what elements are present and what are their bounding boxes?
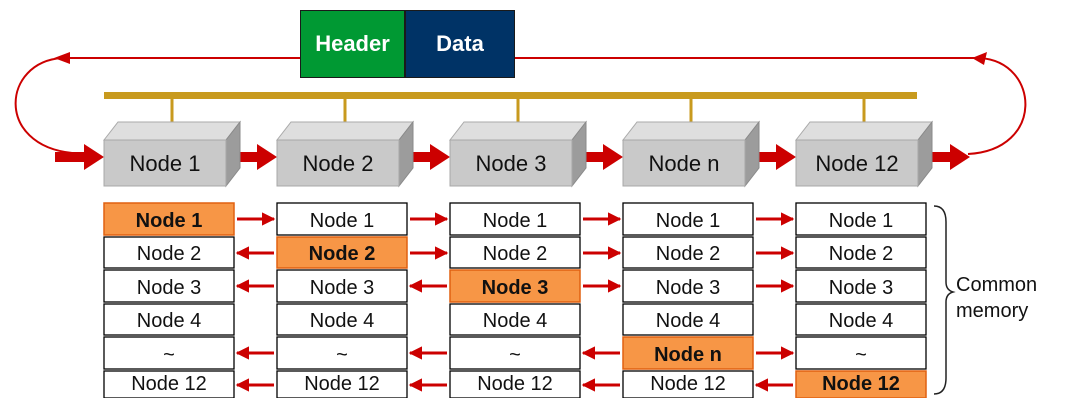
memory-cell-text-c4-r5: Node n <box>654 344 722 366</box>
memory-cell-c5-r4 <box>795 303 927 336</box>
memory-cell-c3-r3 <box>449 269 581 303</box>
memory-cell-c4-r2 <box>622 236 754 269</box>
memory-cell-text-c4-r4: Node 4 <box>656 310 721 332</box>
memory-cell-c3-r1 <box>449 202 581 236</box>
memory-cell-c3-r4 <box>449 303 581 336</box>
ring-arrow-out-shaft <box>916 152 952 162</box>
memory-cell-c2-r5 <box>276 336 408 370</box>
node-box-top-4 <box>621 121 761 141</box>
memory-cell-text-c5-r2: Node 2 <box>829 243 894 265</box>
ring-arrow-in-head <box>84 144 104 170</box>
memory-cell-c2-r1 <box>276 202 408 236</box>
memory-cell-text-c5-r1: Node 1 <box>829 210 894 232</box>
memory-cell-text-c3-r4: Node 4 <box>483 310 548 332</box>
memory-cell-c5-r5 <box>795 336 927 370</box>
memory-cell-c4-r5 <box>622 336 754 370</box>
common-memory-label-line1: Common <box>956 274 1038 296</box>
memory-cell-text-c1-r3: Node 3 <box>137 277 202 299</box>
memory-cell-c3-r5 <box>449 336 581 370</box>
ring-curve-left <box>14 57 73 154</box>
node-box-top-2 <box>275 121 415 141</box>
common-memory-label: Common memory <box>956 272 1037 324</box>
memory-cell-text-c3-r5: ~ <box>509 344 521 366</box>
node-label-4: Node n <box>649 151 720 176</box>
ring-arrow-2-3-head <box>430 144 450 170</box>
node-box-top-5 <box>794 121 934 141</box>
memory-cell-text-c5-r4: Node 4 <box>829 310 894 332</box>
node-box-front-4 <box>622 139 746 187</box>
ring-arrowhead-right <box>972 52 987 65</box>
memory-cell-text-c1-r4: Node 4 <box>137 310 202 332</box>
memory-cell-text-c3-r2: Node 2 <box>483 243 548 265</box>
ring-arrow-out-head <box>950 144 970 170</box>
memory-cell-c2-r6 <box>276 370 408 399</box>
memory-cell-text-c3-r1: Node 1 <box>483 210 548 232</box>
ring-arrow-n-12-head <box>776 144 796 170</box>
memory-cell-text-c4-r1: Node 1 <box>656 210 721 232</box>
ring-arrow-2-3-shaft <box>401 152 432 162</box>
node-label-3: Node 3 <box>476 151 547 176</box>
node-box-front-5 <box>795 139 919 187</box>
memory-cell-c5-r6 <box>795 370 927 399</box>
node-label-2: Node 2 <box>303 151 374 176</box>
memory-cell-c5-r1 <box>795 202 927 236</box>
memory-cell-text-c2-r2: Node 2 <box>309 243 376 265</box>
memory-cell-text-c1-r5: ~ <box>163 344 175 366</box>
memory-cell-text-c3-r3: Node 3 <box>482 277 549 299</box>
memory-cell-c1-r6 <box>103 370 235 399</box>
memory-cell-c5-r2 <box>795 236 927 269</box>
memory-cell-text-c5-r6: Node 12 <box>822 373 900 395</box>
memory-cell-text-c1-r2: Node 2 <box>137 243 202 265</box>
memory-cell-text-c5-r5: ~ <box>855 344 867 366</box>
memory-cell-text-c1-r6: Node 12 <box>131 373 207 395</box>
memory-cell-c1-r3 <box>103 269 235 303</box>
ring-arrow-3-n-shaft <box>574 152 605 162</box>
memory-cell-text-c3-r6: Node 12 <box>477 373 553 395</box>
memory-cell-c4-r1 <box>622 202 754 236</box>
memory-cell-text-c4-r6: Node 12 <box>650 373 726 395</box>
common-memory-brace <box>933 205 956 395</box>
packet-data-label: Data <box>436 31 484 56</box>
memory-cell-c4-r4 <box>622 303 754 336</box>
memory-cell-c1-r5 <box>103 336 235 370</box>
node-box-front-2 <box>276 139 400 187</box>
ring-arrow-3-n-head <box>603 144 623 170</box>
memory-cell-text-c2-r1: Node 1 <box>310 210 375 232</box>
node-box-front-3 <box>449 139 573 187</box>
memory-cell-text-c2-r5: ~ <box>336 344 348 366</box>
memory-cell-c2-r2 <box>276 236 408 269</box>
ring-arrow-1-2-shaft <box>228 152 259 162</box>
memory-cell-text-c2-r3: Node 3 <box>310 277 375 299</box>
ring-arrow-in-shaft <box>55 152 86 162</box>
common-memory-label-line2: memory <box>956 300 1029 322</box>
memory-cell-c3-r2 <box>449 236 581 269</box>
packet-header-label: Header <box>315 31 390 56</box>
memory-cell-c2-r3 <box>276 269 408 303</box>
ring-arrow-1-2-head <box>257 144 277 170</box>
shared-bus <box>104 92 917 99</box>
ring-curve-right <box>967 57 1027 155</box>
node-box-front-1 <box>103 139 227 187</box>
memory-cell-text-c2-r4: Node 4 <box>310 310 375 332</box>
node-box-top-1 <box>102 121 242 141</box>
memory-cell-c1-r4 <box>103 303 235 336</box>
memory-cell-text-c4-r3: Node 3 <box>656 277 721 299</box>
memory-cell-c4-r3 <box>622 269 754 303</box>
packet-data-box: Data <box>405 10 515 78</box>
memory-cell-c1-r1 <box>103 202 235 236</box>
node-label-5: Node 12 <box>815 151 898 176</box>
node-label-1: Node 1 <box>130 151 201 176</box>
memory-cell-c5-r3 <box>795 269 927 303</box>
memory-cell-text-c2-r6: Node 12 <box>304 373 380 395</box>
memory-cell-text-c4-r2: Node 2 <box>656 243 721 265</box>
memory-cell-text-c1-r1: Node 1 <box>136 210 203 232</box>
memory-cell-c2-r4 <box>276 303 408 336</box>
memory-cell-text-c5-r3: Node 3 <box>829 277 894 299</box>
packet-header-box: Header <box>300 10 405 78</box>
ring-arrow-n-12-shaft <box>747 152 778 162</box>
memory-cell-c1-r2 <box>103 236 235 269</box>
node-box-top-3 <box>448 121 588 141</box>
